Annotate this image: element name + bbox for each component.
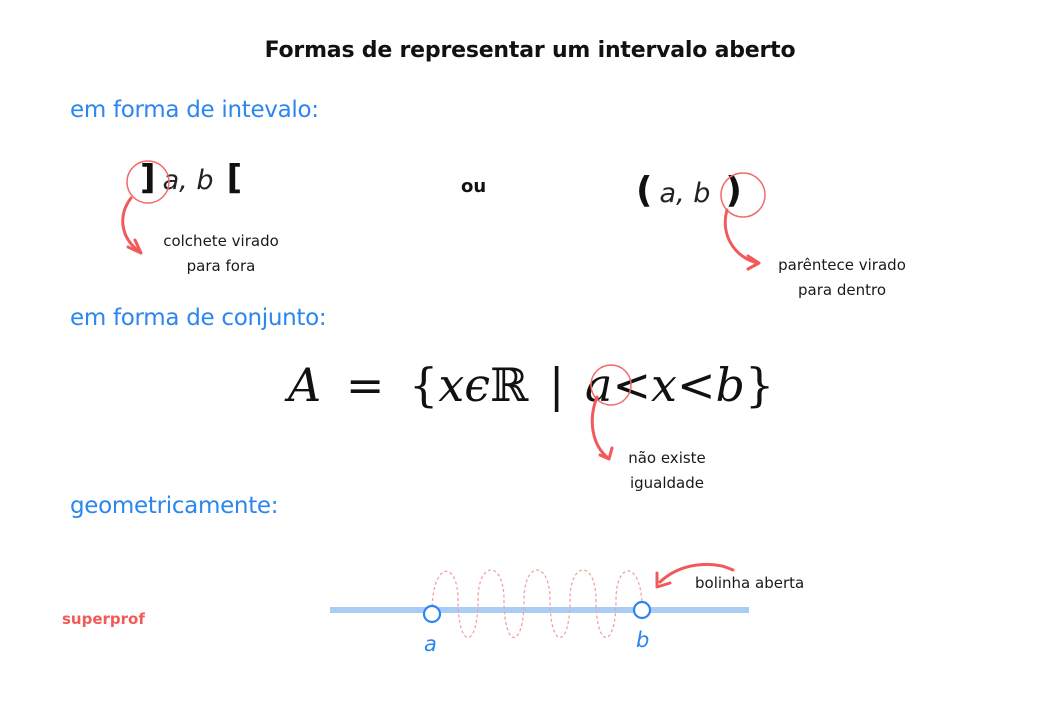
point-label-a: a — [424, 632, 437, 656]
arrowhead-bracket — [126, 238, 143, 255]
set-builder-formula: A = {xϵℝ | a<x<b} — [288, 358, 775, 412]
arrowhead-less-than — [598, 446, 614, 461]
note-paren-inward: parêntece virado para dentro — [778, 256, 906, 299]
arrowhead-open-circle — [655, 571, 672, 589]
section-label-interval: em forma de intevalo: — [70, 97, 319, 123]
interval-body-paren: a, b — [659, 178, 711, 209]
highlight-circle-bracket — [126, 160, 170, 204]
brand-logo: superprof — [62, 610, 145, 628]
section-label-geometric: geometricamente: — [70, 493, 279, 519]
arrow-paren — [723, 208, 760, 265]
note-no-equality: não existe igualdade — [628, 449, 706, 492]
section-label-set: em forma de conjunto: — [70, 305, 327, 331]
note-bracket-outward: colchete virado para fora — [163, 232, 279, 275]
separator-or: ou — [461, 176, 487, 197]
interval-notation-brackets: ] a, b [ — [140, 158, 242, 198]
point-label-b: b — [636, 628, 650, 652]
note-open-circle: bolinha aberta — [695, 574, 805, 592]
highlight-circle-less-than — [590, 364, 632, 406]
paren-open: ( — [636, 170, 653, 211]
interval-notation-parentheses: ( a, b ) — [636, 170, 742, 211]
open-circle-b — [632, 600, 652, 620]
open-circle-a — [422, 604, 442, 624]
highlight-circle-paren — [720, 172, 766, 218]
arrow-less-than — [590, 395, 610, 460]
arrowhead-paren — [746, 254, 761, 271]
arrow-bracket — [121, 196, 142, 254]
bracket-close-outward: ] — [140, 158, 156, 198]
arrow-open-circle — [658, 562, 735, 584]
interval-body: a, b — [162, 165, 214, 196]
paren-close: ) — [725, 170, 742, 211]
interval-loops — [431, 569, 643, 638]
page-title: Formas de representar um intervalo abert… — [264, 38, 796, 63]
bracket-open-outward: [ — [226, 158, 243, 198]
